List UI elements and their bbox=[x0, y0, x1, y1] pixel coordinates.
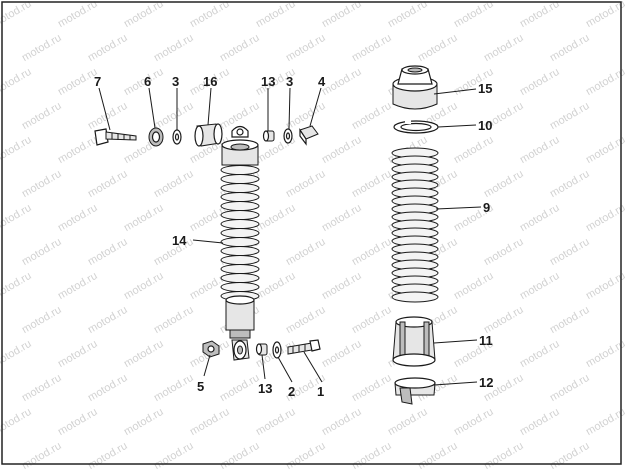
shock-spring-coil bbox=[220, 228, 260, 238]
callout-labels: 7 6 3 16 13 3 4 14 5 13 2 1 15 10 9 11 1… bbox=[94, 74, 493, 399]
callout-7: 7 bbox=[94, 74, 101, 89]
part-12-split-collar bbox=[394, 377, 436, 405]
shock-spring-coil bbox=[220, 273, 260, 283]
shock-spring-coil bbox=[220, 174, 260, 184]
callout-16: 16 bbox=[203, 74, 217, 89]
callout-13-bottom: 13 bbox=[258, 381, 272, 396]
shock-spring-coil bbox=[220, 246, 260, 256]
part-6-ring bbox=[148, 127, 164, 147]
part-11-sleeve bbox=[392, 316, 436, 367]
callout-2: 2 bbox=[288, 384, 295, 399]
callout-6: 6 bbox=[144, 74, 151, 89]
leader-lines bbox=[98, 87, 482, 386]
callout-3-right: 3 bbox=[286, 74, 293, 89]
shock-spring-coil bbox=[220, 219, 260, 229]
part-4-cap bbox=[299, 125, 319, 146]
shock-spring-coil bbox=[220, 255, 260, 265]
callout-3-left: 3 bbox=[172, 74, 179, 89]
shock-spring-coil bbox=[220, 264, 260, 274]
shock-spring-coil bbox=[220, 210, 260, 220]
callout-14: 14 bbox=[172, 233, 187, 248]
callout-9: 9 bbox=[483, 200, 490, 215]
diagram-frame bbox=[1, 1, 622, 465]
part-7-bolt bbox=[94, 128, 137, 146]
shock-spring-coil bbox=[220, 183, 260, 193]
part-10-clip-ring bbox=[393, 120, 439, 134]
part-1-bolt bbox=[287, 339, 321, 355]
part-15-upper-cup bbox=[392, 65, 438, 110]
part-13-spacer-top bbox=[262, 130, 275, 142]
part-14-shock-absorber bbox=[220, 125, 260, 339]
callout-15: 15 bbox=[478, 81, 492, 96]
shock-spring-coil bbox=[220, 165, 260, 175]
callout-10: 10 bbox=[478, 118, 492, 133]
callout-11: 11 bbox=[479, 333, 493, 348]
part-2-washer bbox=[272, 341, 282, 359]
part-3-washer-right bbox=[283, 128, 293, 144]
shock-spring-coil bbox=[220, 237, 260, 247]
callout-1: 1 bbox=[317, 384, 324, 399]
shock-spring-coil bbox=[220, 282, 260, 292]
shock-spring-coil bbox=[220, 192, 260, 202]
callout-5: 5 bbox=[197, 379, 204, 394]
callout-13-top: 13 bbox=[261, 74, 275, 89]
callout-4: 4 bbox=[318, 74, 326, 89]
callout-12: 12 bbox=[479, 375, 493, 390]
part-13-spacer-bottom bbox=[255, 343, 268, 356]
shock-lower-eye bbox=[231, 339, 250, 361]
spring-coil bbox=[391, 291, 439, 303]
part-9-spring bbox=[391, 147, 439, 303]
part-3-washer-left bbox=[172, 129, 182, 145]
shock-spring-coil bbox=[220, 201, 260, 211]
part-5-nut bbox=[202, 340, 220, 358]
part-16-bushing bbox=[194, 123, 223, 147]
